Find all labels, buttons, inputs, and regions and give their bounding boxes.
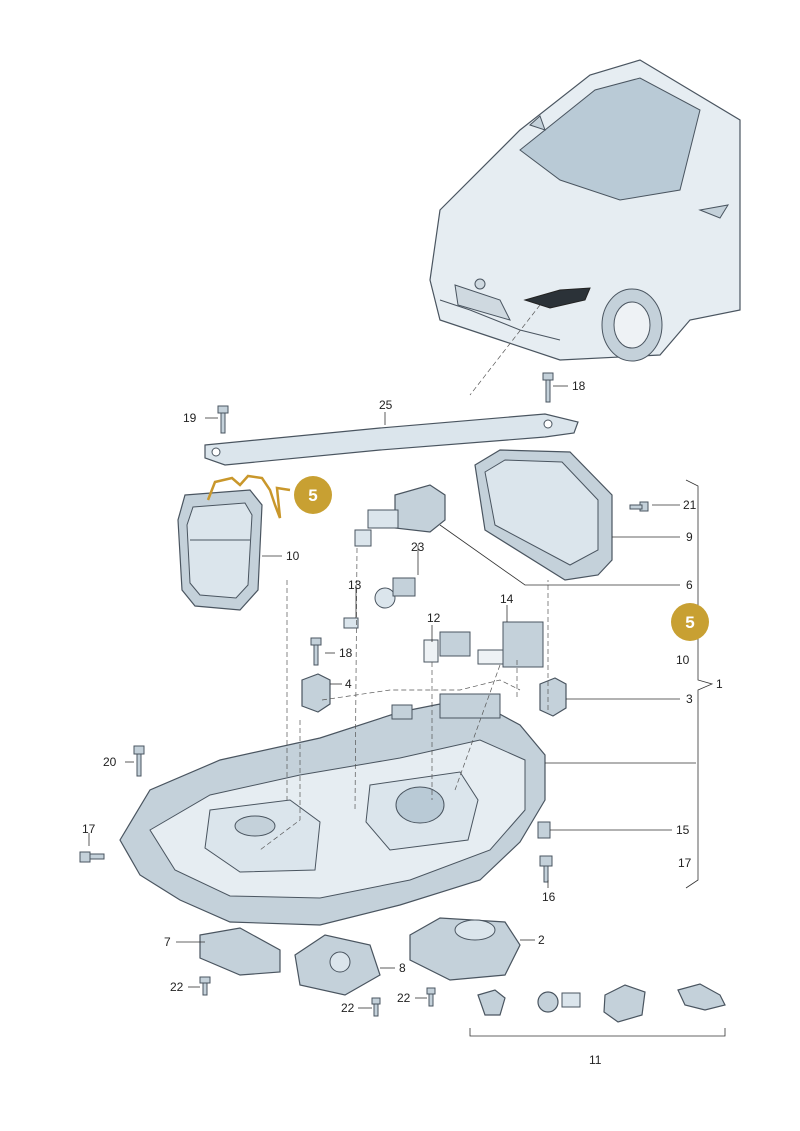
screw-18-left (310, 637, 322, 666)
dash-line-4 (454, 664, 501, 791)
bracket-3 (539, 677, 567, 717)
ballast-2 (409, 917, 521, 981)
label-17-left: 17 (82, 822, 96, 836)
label-22-b: 22 (341, 1001, 355, 1015)
badge-5-top: 5 (294, 476, 332, 514)
screw-17 (79, 851, 105, 863)
badge-5-right: 5 (671, 603, 709, 641)
screw-22b (371, 997, 381, 1017)
label-14: 14 (500, 592, 514, 606)
bracket-4 (301, 673, 331, 713)
dash-line-6 (259, 720, 301, 851)
label-18-top: 18 (572, 379, 586, 393)
label-7: 7 (164, 935, 171, 949)
label-3: 3 (686, 692, 693, 706)
label-21: 21 (683, 498, 697, 512)
label-10-left: 10 (286, 549, 300, 563)
screw-22a (199, 976, 211, 996)
label-2: 2 (538, 933, 545, 947)
headlight-assembly (119, 693, 546, 926)
control-unit-8 (294, 934, 381, 996)
car-leader (469, 304, 541, 396)
mounting-bracket (204, 413, 579, 466)
label-17-right: 17 (678, 856, 692, 870)
car-illustration (429, 59, 741, 362)
label-13: 13 (348, 578, 362, 592)
control-unit-7 (199, 927, 281, 976)
bulb-14 (477, 621, 544, 668)
label-19: 19 (183, 411, 197, 425)
housing-cover-9 (474, 449, 613, 581)
bulb-23 (374, 577, 416, 609)
screw-16 (539, 855, 553, 883)
screw-19 (217, 405, 229, 434)
label-20: 20 (103, 755, 117, 769)
bulb-socket-6 (354, 484, 446, 547)
bulb-13 (343, 617, 359, 629)
dash-line-8 (321, 679, 521, 701)
svg-text:5: 5 (685, 613, 694, 632)
label-22-c: 22 (397, 991, 411, 1005)
highlighted-seal (206, 474, 291, 519)
label-11: 11 (589, 1053, 602, 1067)
label-4: 4 (345, 677, 352, 691)
label-1: 1 (716, 677, 723, 691)
label-15: 15 (676, 823, 690, 837)
dash-line-2 (354, 547, 358, 811)
leader-lines (88, 385, 714, 1009)
label-12: 12 (427, 611, 441, 625)
label-18-left: 18 (339, 646, 353, 660)
screw-20 (133, 745, 145, 777)
label-9: 9 (686, 530, 693, 544)
screw-21 (629, 501, 649, 512)
clip-15 (537, 821, 551, 839)
label-22-a: 22 (170, 980, 184, 994)
label-10-right: 10 (676, 653, 690, 667)
screw-18-top (542, 372, 554, 403)
screw-22c (426, 987, 436, 1007)
label-8: 8 (399, 961, 406, 975)
label-16: 16 (542, 890, 556, 904)
label-23: 23 (411, 540, 425, 554)
label-6: 6 (686, 578, 693, 592)
bulb-12 (423, 631, 471, 663)
label-25: 25 (379, 398, 393, 412)
svg-text:5: 5 (308, 486, 317, 505)
cover-cap-10 (177, 489, 263, 611)
socket-set-11 (469, 983, 726, 1037)
